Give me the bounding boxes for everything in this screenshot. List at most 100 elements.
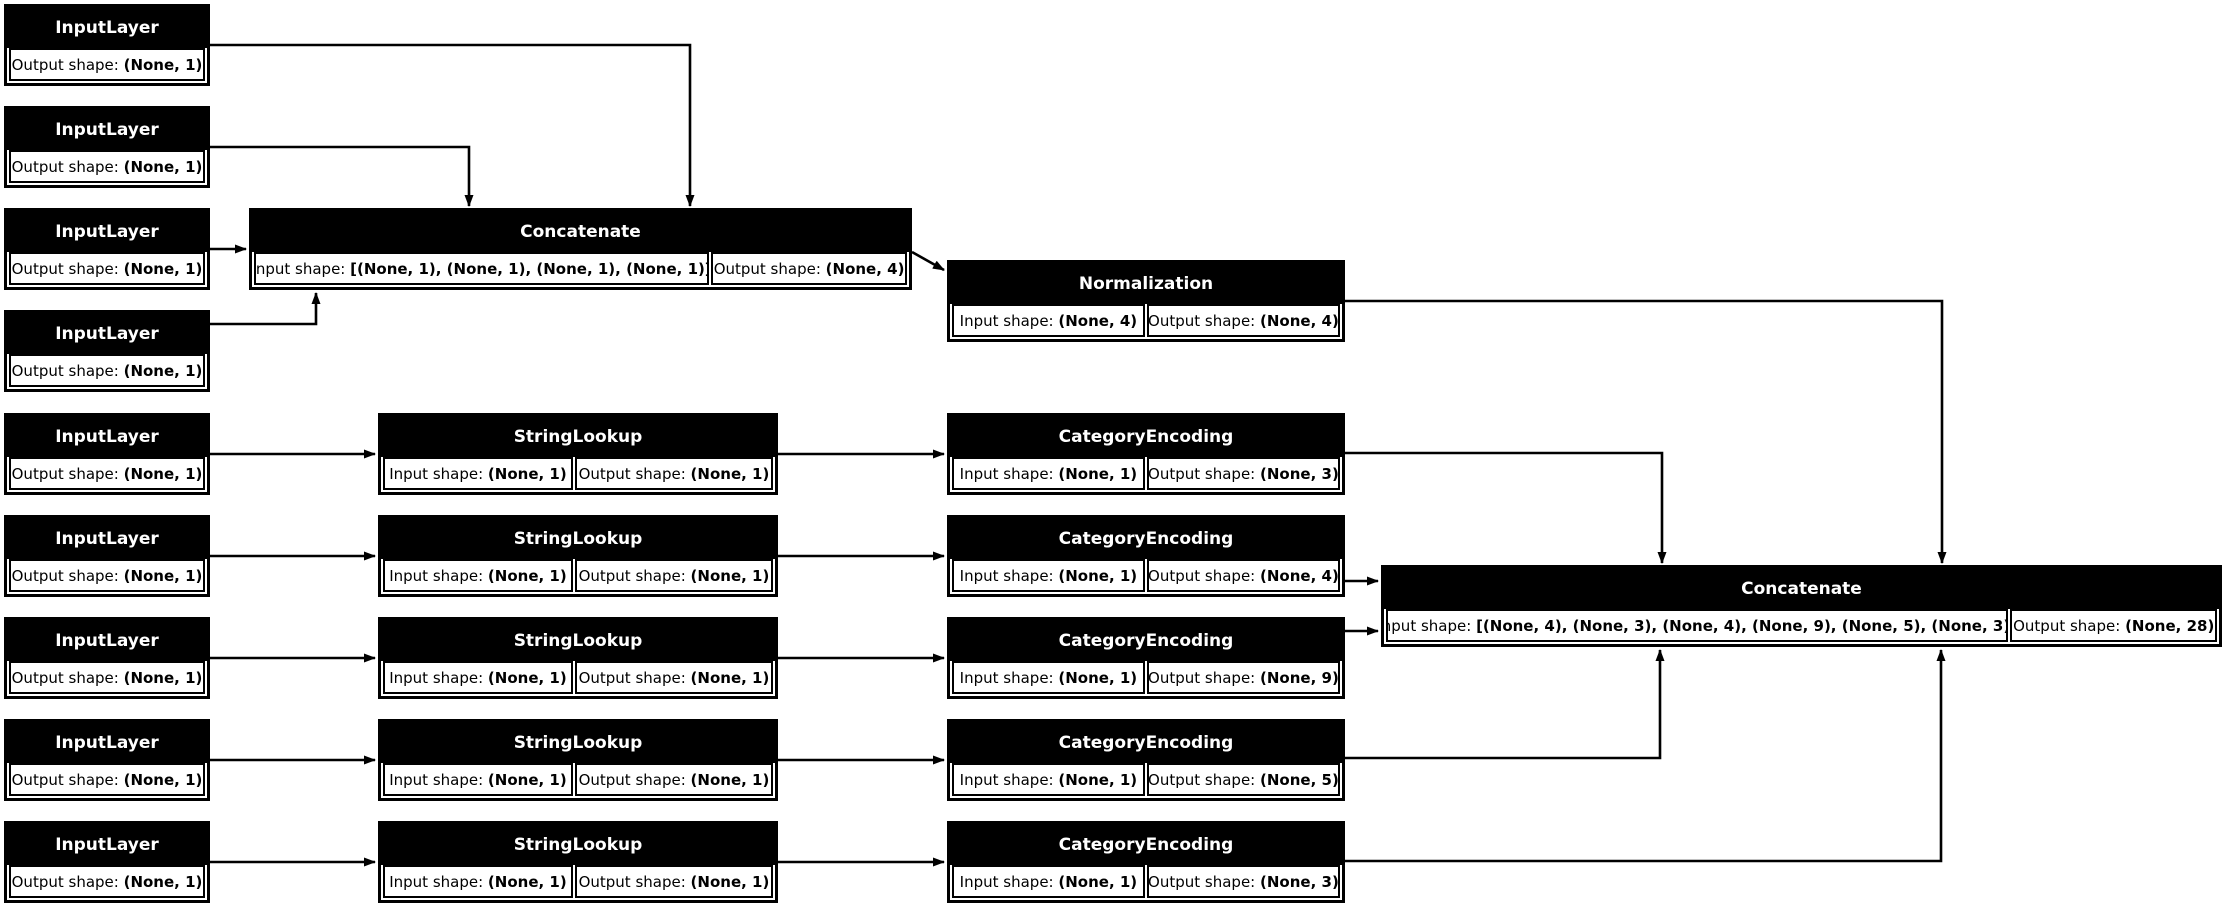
shape-cells: Output shape: (None, 1)	[7, 150, 207, 185]
input-shape-cell: Input shape: (None, 4)	[952, 304, 1145, 337]
shape-cells: Input shape: [(None, 4), (None, 3), (Non…	[1384, 609, 2219, 644]
shape-cells: Output shape: (None, 1)	[7, 252, 207, 287]
layer-type-label: StringLookup	[513, 834, 643, 855]
input-shape-cell: Input shape: (None, 1)	[952, 763, 1145, 796]
layer-type-label: Concatenate	[1741, 578, 1862, 599]
node-inputlayer-3: InputLayer Output shape: (None, 1)	[4, 208, 210, 290]
input-shape-cell: Input shape: (None, 1)	[952, 559, 1145, 592]
output-shape-cell: Output shape: (None, 4)	[711, 252, 907, 285]
shape-cells: Input shape: [(None, 1), (None, 1), (Non…	[252, 252, 909, 287]
node-concatenate-2: Concatenate Input shape: [(None, 4), (No…	[1381, 565, 2222, 647]
layer-type-label: InputLayer	[55, 17, 159, 38]
shape-cells: Input shape: (None, 1) Output shape: (No…	[950, 457, 1342, 492]
layer-type-label: InputLayer	[55, 323, 159, 344]
output-shape-cell: Output shape: (None, 1)	[574, 763, 773, 796]
output-shape-cell: Output shape: (None, 1)	[574, 457, 773, 490]
input-shape-cell: Input shape: (None, 1)	[383, 763, 573, 796]
layer-type-label: CategoryEncoding	[1058, 732, 1234, 753]
layer-type-label: InputLayer	[55, 732, 159, 753]
shape-cells: Input shape: (None, 1) Output shape: (No…	[381, 661, 775, 696]
layer-type-label: Normalization	[1078, 273, 1214, 294]
layer-type-label: InputLayer	[55, 426, 159, 447]
input-shape-cell: Input shape: (None, 1)	[952, 865, 1145, 898]
node-categoryencoding-8: CategoryEncoding Input shape: (None, 1) …	[947, 719, 1345, 801]
output-shape-cell: Output shape: (None, 1)	[9, 865, 205, 898]
output-shape-cell: Output shape: (None, 3)	[1146, 865, 1340, 898]
input-shape-cell: Input shape: (None, 1)	[383, 865, 573, 898]
edge-normalization-concat2	[1345, 299, 1947, 564]
input-shape-cell: Input shape: [(None, 4), (None, 3), (Non…	[1386, 609, 2009, 642]
node-inputlayer-1: InputLayer Output shape: (None, 1)	[4, 4, 210, 86]
shape-cells: Output shape: (None, 1)	[7, 457, 207, 492]
output-shape-cell: Output shape: (None, 1)	[9, 763, 205, 796]
input-shape-cell: Input shape: (None, 1)	[952, 457, 1145, 490]
shape-cells: Output shape: (None, 1)	[7, 559, 207, 594]
input-shape-cell: Input shape: (None, 1)	[383, 457, 573, 490]
node-inputlayer-7: InputLayer Output shape: (None, 1)	[4, 617, 210, 699]
output-shape-cell: Output shape: (None, 1)	[9, 559, 205, 592]
edge-catencoding9-concat2	[1345, 649, 1946, 863]
edge-catencoding5-concat2	[1345, 451, 1667, 564]
layer-type-label: InputLayer	[55, 630, 159, 651]
output-shape-cell: Output shape: (None, 28)	[2010, 609, 2217, 642]
shape-cells: Input shape: (None, 1) Output shape: (No…	[950, 865, 1342, 900]
layer-type-label: InputLayer	[55, 119, 159, 140]
output-shape-cell: Output shape: (None, 1)	[9, 354, 205, 387]
output-shape-cell: Output shape: (None, 5)	[1146, 763, 1340, 796]
input-shape-cell: Input shape: [(None, 1), (None, 1), (Non…	[254, 252, 710, 285]
edge-input2-concat1	[210, 145, 474, 207]
node-inputlayer-5: InputLayer Output shape: (None, 1)	[4, 413, 210, 495]
node-stringlookup-8: StringLookup Input shape: (None, 1) Outp…	[378, 719, 778, 801]
output-shape-cell: Output shape: (None, 4)	[1146, 304, 1340, 337]
output-shape-cell: Output shape: (None, 4)	[1146, 559, 1340, 592]
shape-cells: Output shape: (None, 1)	[7, 661, 207, 696]
input-shape-cell: Input shape: (None, 1)	[383, 559, 573, 592]
edge-input4-concat1	[210, 292, 321, 326]
edge-input1-concat1	[210, 43, 695, 207]
node-inputlayer-6: InputLayer Output shape: (None, 1)	[4, 515, 210, 597]
output-shape-cell: Output shape: (None, 1)	[9, 661, 205, 694]
output-shape-cell: Output shape: (None, 1)	[574, 865, 773, 898]
node-normalization: Normalization Input shape: (None, 4) Out…	[947, 260, 1345, 342]
layer-type-label: StringLookup	[513, 528, 643, 549]
layer-type-label: StringLookup	[513, 426, 643, 447]
node-inputlayer-2: InputLayer Output shape: (None, 1)	[4, 106, 210, 188]
node-categoryencoding-9: CategoryEncoding Input shape: (None, 1) …	[947, 821, 1345, 903]
output-shape-cell: Output shape: (None, 1)	[9, 457, 205, 490]
layer-type-label: CategoryEncoding	[1058, 426, 1234, 447]
shape-cells: Input shape: (None, 1) Output shape: (No…	[381, 763, 775, 798]
output-shape-cell: Output shape: (None, 1)	[9, 48, 205, 81]
layer-type-label: StringLookup	[513, 732, 643, 753]
shape-cells: Input shape: (None, 1) Output shape: (No…	[381, 865, 775, 900]
shape-cells: Input shape: (None, 1) Output shape: (No…	[950, 559, 1342, 594]
output-shape-cell: Output shape: (None, 1)	[574, 661, 773, 694]
shape-cells: Input shape: (None, 1) Output shape: (No…	[950, 763, 1342, 798]
node-inputlayer-9: InputLayer Output shape: (None, 1)	[4, 821, 210, 903]
output-shape-cell: Output shape: (None, 1)	[9, 252, 205, 285]
output-shape-cell: Output shape: (None, 1)	[574, 559, 773, 592]
layer-type-label: CategoryEncoding	[1058, 834, 1234, 855]
layer-type-label: CategoryEncoding	[1058, 630, 1234, 651]
shape-cells: Input shape: (None, 1) Output shape: (No…	[381, 457, 775, 492]
shape-cells: Input shape: (None, 4) Output shape: (No…	[950, 304, 1342, 339]
output-shape-cell: Output shape: (None, 1)	[9, 150, 205, 183]
node-categoryencoding-7: CategoryEncoding Input shape: (None, 1) …	[947, 617, 1345, 699]
node-inputlayer-4: InputLayer Output shape: (None, 1)	[4, 310, 210, 392]
input-shape-cell: Input shape: (None, 1)	[952, 661, 1145, 694]
node-stringlookup-7: StringLookup Input shape: (None, 1) Outp…	[378, 617, 778, 699]
node-categoryencoding-6: CategoryEncoding Input shape: (None, 1) …	[947, 515, 1345, 597]
node-stringlookup-6: StringLookup Input shape: (None, 1) Outp…	[378, 515, 778, 597]
layer-type-label: InputLayer	[55, 221, 159, 242]
layer-type-label: InputLayer	[55, 528, 159, 549]
node-stringlookup-5: StringLookup Input shape: (None, 1) Outp…	[378, 413, 778, 495]
shape-cells: Input shape: (None, 1) Output shape: (No…	[950, 661, 1342, 696]
shape-cells: Output shape: (None, 1)	[7, 865, 207, 900]
input-shape-cell: Input shape: (None, 1)	[383, 661, 573, 694]
edge-concat1-normalization	[911, 250, 945, 272]
output-shape-cell: Output shape: (None, 3)	[1146, 457, 1340, 490]
layer-type-label: StringLookup	[513, 630, 643, 651]
node-stringlookup-9: StringLookup Input shape: (None, 1) Outp…	[378, 821, 778, 903]
shape-cells: Output shape: (None, 1)	[7, 354, 207, 389]
node-concatenate-1: Concatenate Input shape: [(None, 1), (No…	[249, 208, 912, 290]
